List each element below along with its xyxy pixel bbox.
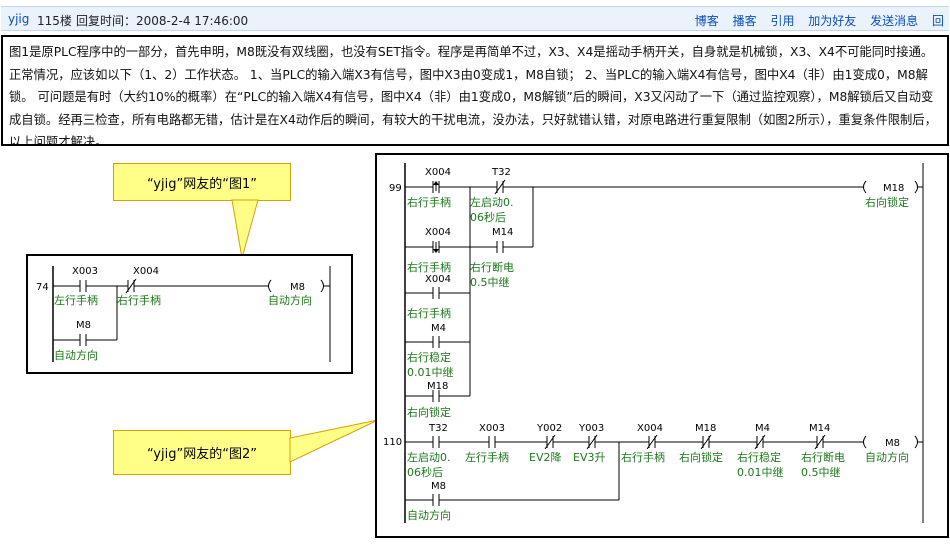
- fig1-contact3-comment: 自动方向: [54, 348, 98, 362]
- fig2-r2c4-addr: Y003: [578, 423, 604, 434]
- fig2-r2-coil-comment: 自动方向: [865, 450, 909, 464]
- fig1-coil-comment: 自动方向: [268, 293, 312, 307]
- fig2-callout: “yjig”网友的“图2”: [113, 430, 291, 475]
- fig1-contact3-addr: M8: [76, 320, 91, 331]
- add-friend-link[interactable]: 加为好友: [808, 14, 857, 28]
- fig2-r1c4-addr: M14: [492, 227, 513, 238]
- fig2-r1c1-addr: X004: [425, 167, 451, 178]
- fig2-r1c7-comment: 右向锁定: [407, 405, 451, 419]
- fig2-r2c2-comment: 左行手柄: [465, 450, 509, 464]
- fig1-ladder-diagram: 74 X003 左行手柄 X004 右行手柄 M8 自动方向 M8 自动方向: [26, 254, 353, 374]
- fig2-r2c1-comment2: 06秒后: [407, 465, 443, 479]
- post-floor: 115楼: [37, 14, 72, 28]
- fig2-rung1-step: 99: [389, 183, 402, 194]
- fig2-r1c6-comment: 右行稳定: [407, 350, 451, 364]
- fig2-r1c2-comment: 左启动0.: [470, 196, 514, 209]
- fig2-r1c4-comment2: 0.5中继: [470, 276, 510, 289]
- fig2-r1-coil-comment: 右向锁定: [865, 195, 909, 209]
- fig2-r2c8-comment2: 0.5中继: [801, 466, 841, 479]
- fig1-contact1-addr: X003: [72, 266, 98, 277]
- fig2-r2c3-comment: EV2降: [529, 450, 561, 464]
- fig2-r2c7-comment: 右行稳定: [737, 450, 781, 464]
- fig2-r1c7-addr: M18: [427, 381, 448, 392]
- fig2-r2c9-addr: M8: [431, 481, 446, 492]
- fig1-callout-text: “yjig”网友的“图1”: [147, 176, 257, 192]
- fig2-r2c1-addr: T32: [428, 423, 448, 434]
- fig2-r2c8-addr: M14: [809, 423, 830, 434]
- fig2-r1c3-comment: 右行手柄: [407, 260, 451, 274]
- fig2-callout-text: “yjig”网友的“图2”: [147, 447, 257, 462]
- send-message-link[interactable]: 发送消息: [870, 14, 919, 28]
- fig1-step-number: 74: [36, 282, 49, 293]
- fig2-r1-coil-addr: M18: [883, 183, 904, 194]
- fig2-r2c7-comment2: 0.01中继: [737, 466, 784, 479]
- fig1-contact2-addr: X004: [133, 266, 159, 277]
- fig2-r2c8-comment: 右行断电: [801, 450, 845, 464]
- blog-link[interactable]: 博客: [694, 14, 719, 28]
- fig2-r2c6-addr: M18: [695, 423, 716, 434]
- fig2-r1c3-addr: X004: [425, 227, 451, 238]
- fig2-callout-tail: [289, 419, 379, 463]
- post-author-link[interactable]: yjig: [8, 12, 30, 26]
- fig2-r2c4-comment: EV3升: [573, 451, 605, 464]
- fig2-r2-coil-addr: M8: [885, 438, 900, 449]
- post-body: 图1是原PLC程序中的一部分，首先申明，M8既没有双线圈，也没有SET指令。程序…: [1, 35, 949, 146]
- reply-link[interactable]: 回: [931, 14, 944, 28]
- podcast-link[interactable]: 播客: [732, 14, 757, 28]
- fig2-r1c6-addr: M4: [431, 323, 446, 334]
- fig1-contact1-comment: 左行手柄: [54, 293, 98, 307]
- fig2-r1c5-comment: 右行手柄: [407, 306, 451, 320]
- fig2-rung2-step: 110: [383, 437, 402, 448]
- fig2-r2c5-comment: 右行手柄: [621, 450, 665, 464]
- fig2-r2c1-comment: 左启动0.: [407, 451, 451, 464]
- fig2-ladder-diagram: 99 X004 右行手柄 T32 左启动0. 06秒后 M18 右向锁定 X00…: [375, 153, 949, 538]
- fig2-r1c2-addr: T32: [491, 167, 511, 178]
- fig1-callout: “yjig”网友的“图1”: [113, 163, 291, 201]
- fig2-r2c9-comment: 自动方向: [407, 508, 451, 522]
- post-header: yjig 115楼 回复时间：2008-2-4 17:46:00 博客 播客 引…: [1, 6, 949, 31]
- quote-link[interactable]: 引用: [770, 14, 795, 28]
- fig2-r1c4-comment: 右行断电: [470, 260, 514, 274]
- fig2-r1c6-comment2: 0.01中继: [407, 366, 454, 379]
- fig1-callout-tail: [231, 199, 259, 259]
- fig2-r1c1-comment: 右行手柄: [407, 195, 451, 209]
- post-reply-time: 回复时间：2008-2-4 17:46:00: [76, 14, 249, 28]
- post-actions: 博客 播客 引用 加为好友 发送消息 回: [685, 12, 944, 29]
- fig2-r1c5-addr: X004: [425, 274, 451, 285]
- fig2-r2c7-addr: M4: [755, 423, 770, 434]
- fig2-r2c5-addr: X004: [637, 423, 663, 434]
- fig2-r2c2-addr: X003: [479, 423, 505, 434]
- fig2-r1c2-comment2: 06秒后: [470, 210, 506, 224]
- fig1-coil-addr: M8: [290, 282, 305, 293]
- fig1-contact2-comment: 右行手柄: [117, 293, 161, 307]
- fig2-r2c6-comment: 右向锁定: [679, 450, 723, 464]
- fig2-r2c3-addr: Y002: [536, 423, 562, 434]
